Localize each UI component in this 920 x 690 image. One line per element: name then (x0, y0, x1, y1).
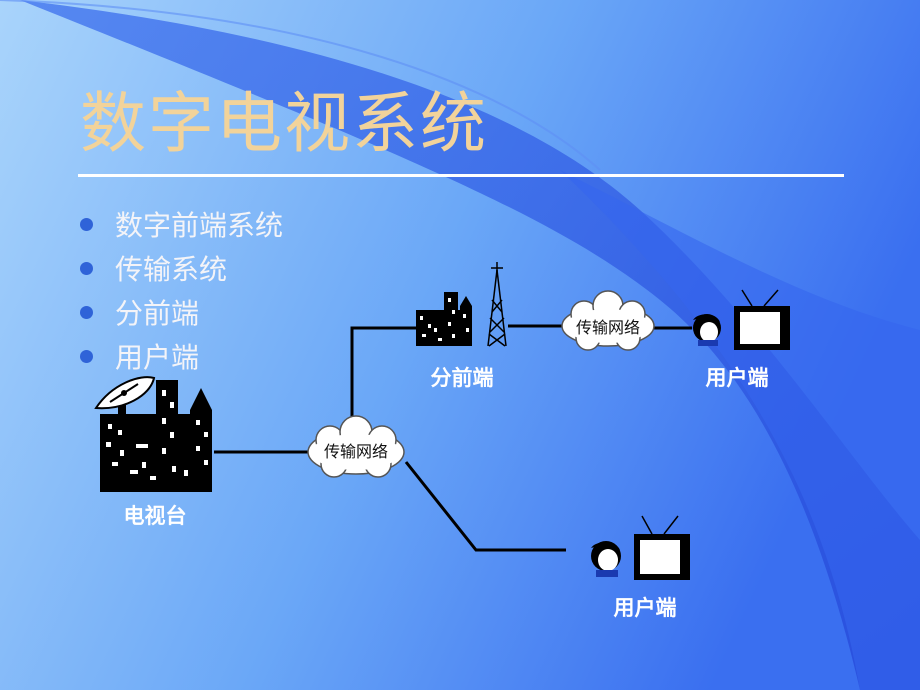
link-network-to-lower-user (404, 461, 566, 552)
bullet-dot-icon (80, 261, 93, 275)
bullet-item: 传输系统 (80, 246, 283, 290)
user-upper-icon (693, 289, 790, 350)
bullet-dot-icon (80, 349, 93, 363)
user-upper-label: 用户端 (705, 366, 769, 390)
slide-title: 数字电视系统 (80, 85, 488, 162)
bullet-list: 数字前端系统 传输系统 分前端 用户端 (80, 202, 283, 378)
bullet-item: 分前端 (80, 290, 283, 334)
bullet-text: 传输系统 (115, 253, 228, 286)
cloud-network-main-icon (307, 415, 405, 478)
title-divider (78, 174, 844, 177)
network-upper-label: 传输网络 (575, 318, 641, 337)
bullet-item: 数字前端系统 (80, 202, 283, 246)
bullet-item: 用户端 (80, 334, 283, 378)
connection-lines (214, 324, 692, 552)
network-main-label: 传输网络 (323, 442, 389, 461)
bullet-dot-icon (80, 305, 93, 319)
sub-headend-icon (416, 262, 507, 347)
user-lower-label: 用户端 (613, 596, 677, 620)
tv-station-icon (94, 376, 212, 492)
cloud-network-upper-icon (561, 290, 655, 351)
bullet-text: 用户端 (115, 341, 200, 374)
tv-station-label: 电视台 (123, 504, 187, 528)
user-lower-icon (591, 515, 690, 580)
link-network-to-headend (350, 326, 416, 430)
bullet-dot-icon (80, 217, 93, 231)
sub-headend-label: 分前端 (430, 366, 494, 390)
bullet-text: 数字前端系统 (115, 209, 284, 242)
bullet-text: 分前端 (115, 297, 200, 330)
